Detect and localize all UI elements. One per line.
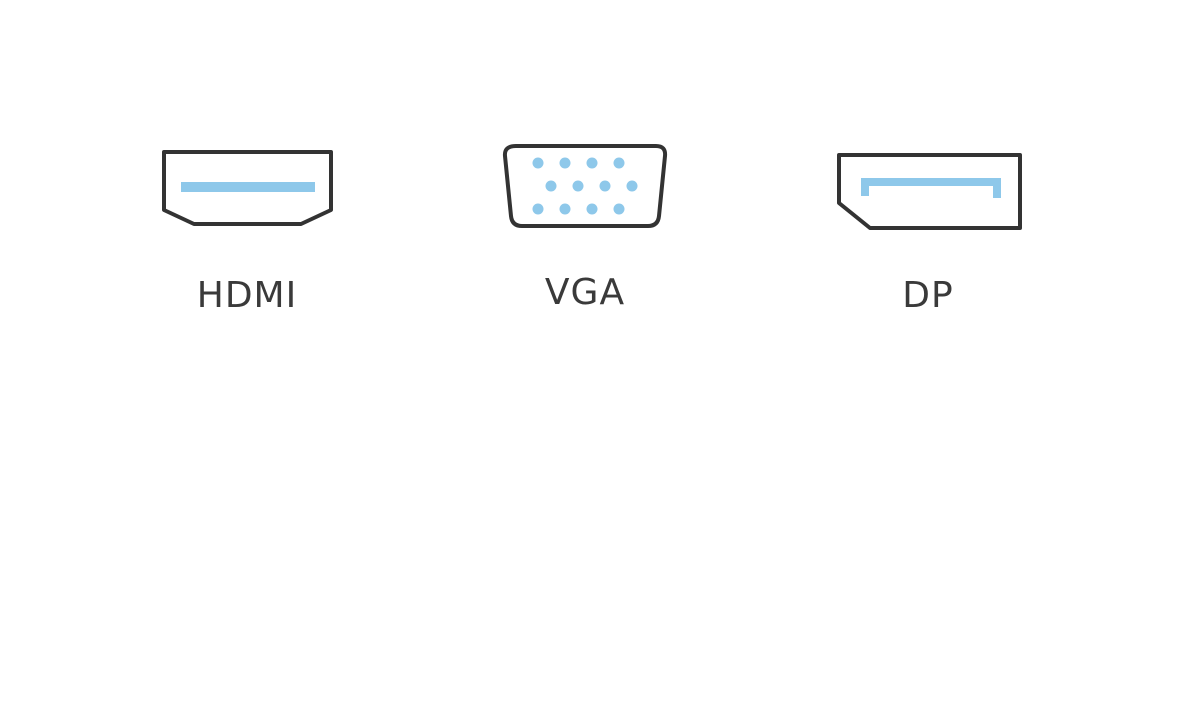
dp-label: DP [902,275,954,316]
vga-pins [532,157,638,215]
vga-label: VGA [544,272,626,313]
hdmi-label: HDMI [196,275,298,316]
